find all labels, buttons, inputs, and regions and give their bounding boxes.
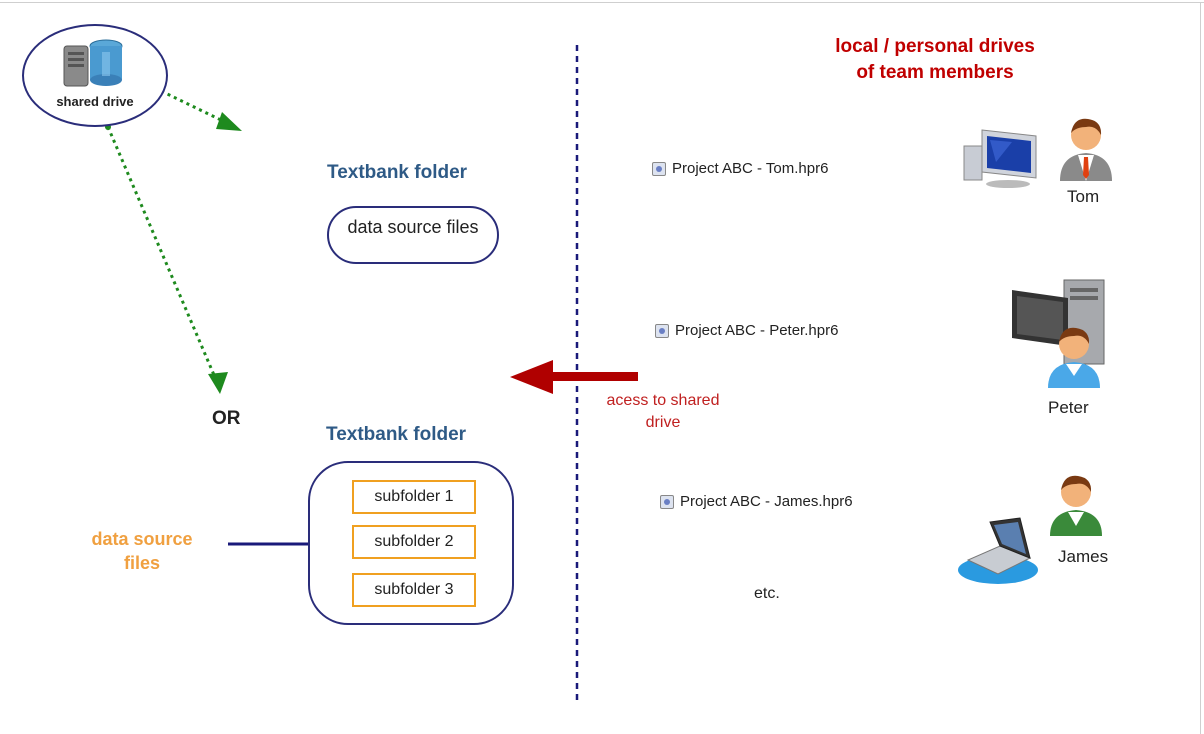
subfolder-1: subfolder 1 <box>352 480 476 514</box>
desktop-computer-icon <box>963 129 1037 188</box>
project-file-peter: Project ABC - Peter.hpr6 <box>655 322 838 339</box>
green-arrow-down <box>106 126 216 376</box>
person-tom-icon <box>1060 118 1112 181</box>
person-peter-label: Peter <box>1048 398 1089 417</box>
drives-heading-line2: of team members <box>856 62 1014 83</box>
shared-drive-label: shared drive <box>56 94 134 109</box>
access-label: acess to shared drive <box>606 392 720 431</box>
red-arrow-head <box>510 360 553 394</box>
green-arrow-down-head <box>208 372 228 394</box>
project-file-icon <box>652 161 666 176</box>
laptop-icon <box>958 517 1038 584</box>
textbank-title-bottom: Textbank folder <box>326 424 467 445</box>
drives-heading: local / personal drives of team members <box>790 34 1080 86</box>
project-file-peter-name: Project ABC - Peter.hpr6 <box>675 322 839 339</box>
data-source-label: data source files <box>91 529 193 573</box>
data-source-pill: data source files <box>327 206 499 264</box>
or-label: OR <box>212 408 241 429</box>
etc-label: etc. <box>754 585 780 602</box>
project-file-tom-name: Project ABC - Tom.hpr6 <box>672 160 829 177</box>
project-file-icon <box>660 494 674 509</box>
person-tom-label: Tom <box>1067 187 1100 206</box>
right-border <box>1200 2 1201 734</box>
person-peter-icon <box>1048 327 1100 388</box>
textbank-title-top: Textbank folder <box>327 162 468 183</box>
data-source-pill-text: data source files <box>347 217 479 237</box>
red-arrow-shaft <box>548 372 638 381</box>
top-border <box>0 2 1204 3</box>
project-file-james: Project ABC - James.hpr6 <box>660 493 853 510</box>
project-file-tom: Project ABC - Tom.hpr6 <box>652 160 828 177</box>
shared-drive-node: shared drive <box>22 24 168 127</box>
drives-heading-line1: local / personal drives <box>835 36 1035 57</box>
person-james-label: James <box>1058 547 1109 566</box>
project-file-icon <box>655 323 669 338</box>
green-arrow-right <box>154 86 226 124</box>
subfolder-3: subfolder 3 <box>352 573 476 607</box>
subfolder-2: subfolder 2 <box>352 525 476 559</box>
project-file-james-name: Project ABC - James.hpr6 <box>680 493 853 510</box>
green-arrow-right-head <box>216 112 242 131</box>
server-icon <box>63 39 123 87</box>
person-james-icon <box>1050 475 1102 536</box>
